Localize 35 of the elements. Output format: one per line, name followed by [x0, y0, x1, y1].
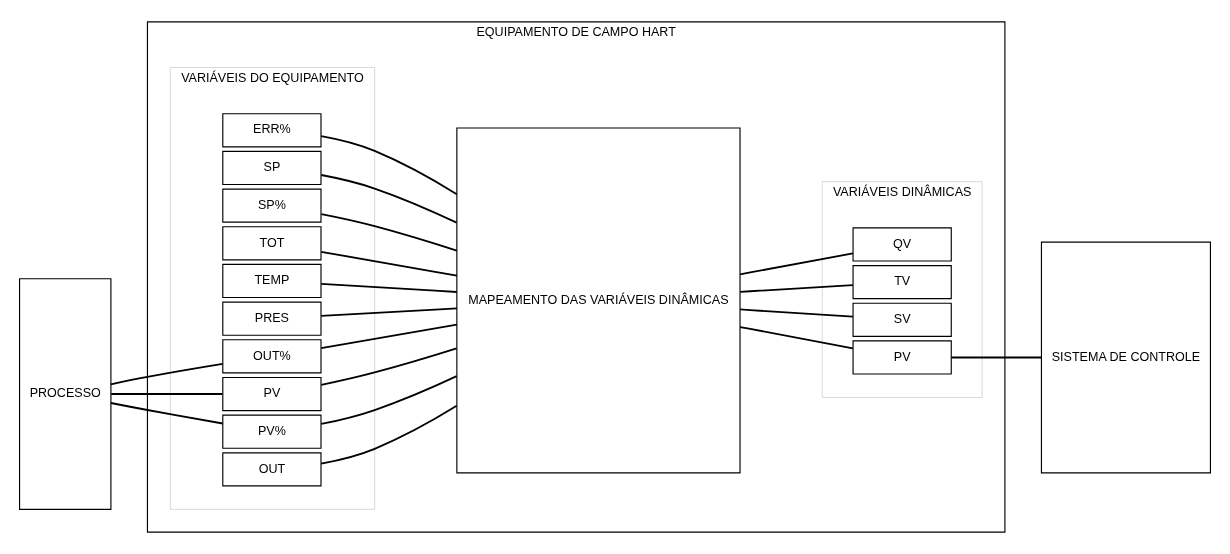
node-box: PV — [222, 376, 322, 412]
connector — [110, 393, 224, 395]
connector — [739, 252, 854, 276]
connector — [320, 404, 458, 465]
node-box: TEMP — [222, 263, 322, 299]
node-box: SV — [852, 302, 952, 337]
node-box: SISTEMA DE CONTROLE — [1040, 241, 1211, 474]
connector — [320, 174, 458, 224]
connector — [320, 375, 458, 425]
connector — [320, 347, 458, 386]
connector — [739, 308, 854, 318]
connector — [320, 213, 458, 252]
node-box: SP% — [222, 188, 322, 223]
node-box: TOT — [222, 226, 322, 261]
node-box: OUT% — [222, 339, 322, 374]
connector — [739, 284, 854, 293]
node-box: PROCESSO — [19, 278, 112, 510]
node-box: MAPEAMENTO DAS VARIÁVEIS DINÂMICAS — [456, 127, 741, 474]
node-box: OUT — [222, 452, 322, 487]
connector — [320, 250, 458, 277]
node-box: SP — [222, 150, 322, 186]
node-box: TV — [852, 265, 952, 300]
connector — [110, 362, 224, 386]
node-box: QV — [852, 227, 952, 262]
node-box: PV% — [222, 414, 322, 449]
connector — [320, 307, 458, 317]
connector — [320, 323, 458, 349]
connector — [110, 402, 224, 425]
connector — [950, 356, 1042, 359]
connector — [320, 282, 458, 293]
connector — [739, 326, 854, 350]
node-box: PRES — [222, 301, 322, 336]
node-box: PV — [852, 340, 952, 375]
node-box: ERR% — [222, 113, 322, 148]
connector — [320, 135, 458, 196]
